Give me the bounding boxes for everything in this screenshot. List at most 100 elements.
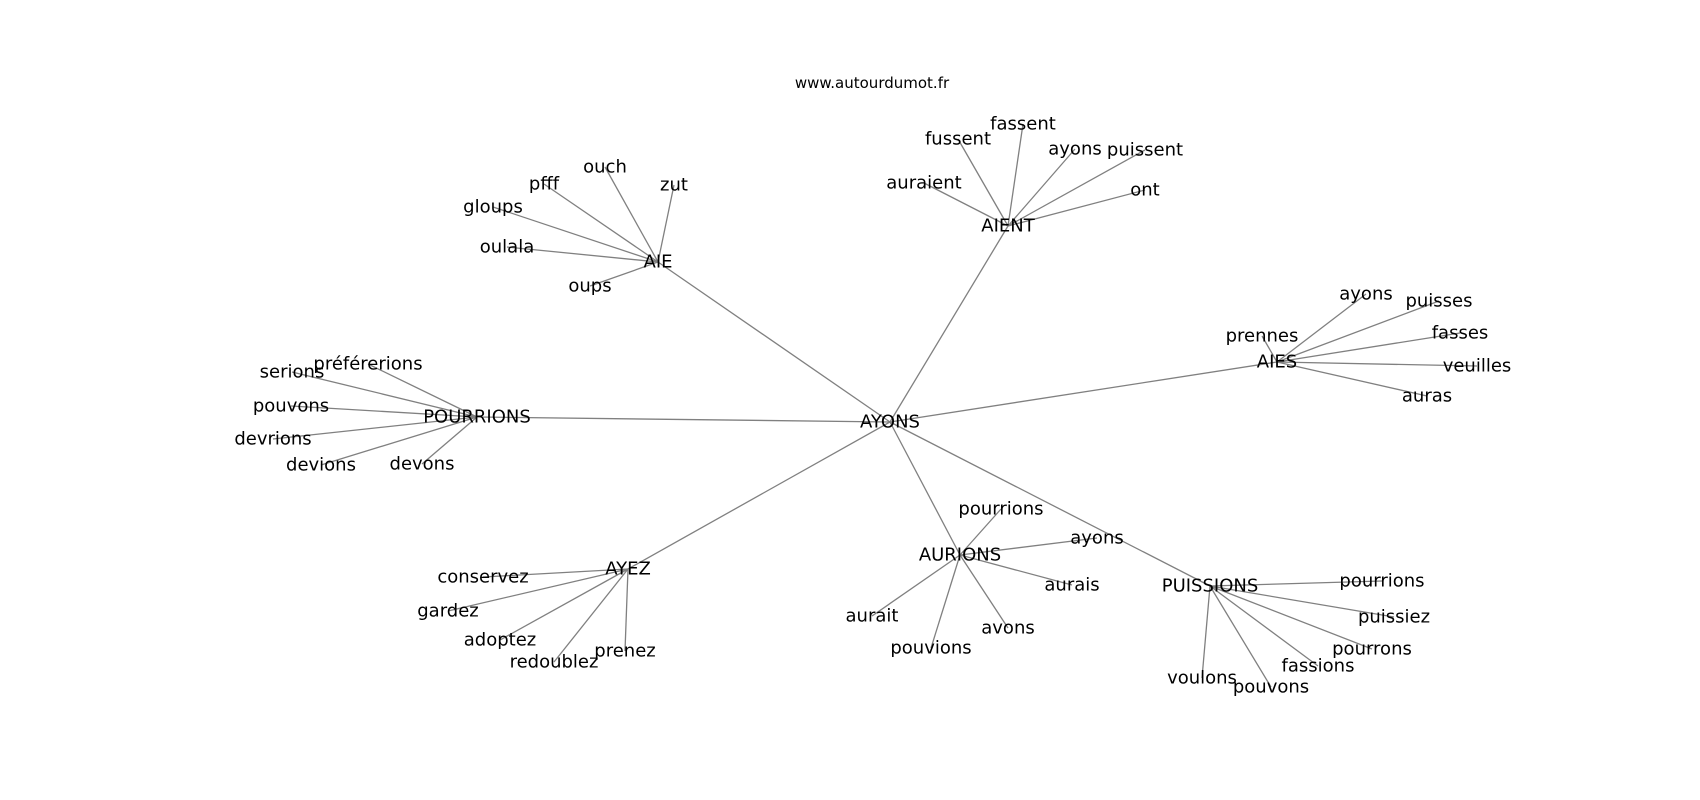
edge-center-aie <box>657 261 891 423</box>
word-node: pouvons <box>253 396 329 417</box>
edge-center-pourrions <box>476 416 891 423</box>
word-node: pouvions <box>890 638 971 659</box>
word-node: gardez <box>417 601 479 622</box>
edge-ayez-4 <box>624 568 629 652</box>
edge-aurions-3 <box>871 554 961 617</box>
edge-aient-2 <box>1007 148 1076 227</box>
edge-aies-5 <box>1276 361 1428 397</box>
graph-labels: AYONS AIE ouch pfff zut gloups oulala oups AIENT… <box>234 114 1511 698</box>
word-node: auras <box>1402 386 1452 407</box>
edge-center-aies <box>889 361 1278 423</box>
word-node: adoptez <box>464 630 536 651</box>
word-node: pourrions <box>958 499 1043 520</box>
edge-aies-2 <box>1261 335 1278 363</box>
edge-aie-5 <box>589 261 659 287</box>
edge-aient-0 <box>957 138 1009 227</box>
word-node: devrions <box>234 429 311 450</box>
word-node: fasses <box>1432 323 1489 344</box>
word-node: ayons <box>1048 139 1101 160</box>
edge-pourrions-3 <box>272 416 478 440</box>
edge-puissions-5 <box>1201 585 1211 679</box>
hub-node-aie: AIE <box>644 252 673 273</box>
edge-aient-1 <box>1007 123 1024 227</box>
edge-ayez-0 <box>482 568 629 578</box>
edge-center-puissions <box>889 421 1211 587</box>
word-node: ont <box>1130 180 1159 201</box>
word-node: pourrions <box>1339 571 1424 592</box>
hub-node-ayez: AYEZ <box>605 559 651 580</box>
hub-node-aurions: AURIONS <box>919 545 1001 566</box>
center-node: AYONS <box>860 412 920 433</box>
word-node: oups <box>568 276 611 297</box>
edge-puissions-3 <box>1209 585 1319 667</box>
word-node: ayons <box>1339 284 1392 305</box>
edge-aurions-5 <box>930 554 961 649</box>
edge-aurions-1 <box>959 537 1098 556</box>
edge-aurions-2 <box>959 554 1073 586</box>
edge-aient-5 <box>1007 189 1146 227</box>
word-node: fassent <box>990 114 1056 135</box>
edge-aient-3 <box>1007 149 1146 227</box>
edge-aurions-0 <box>959 508 1002 556</box>
hub-node-aient: AIENT <box>981 216 1035 237</box>
edge-aie-4 <box>506 246 659 263</box>
word-node: fassions <box>1282 656 1355 677</box>
site-url: www.autourdumot.fr <box>795 74 950 92</box>
edge-puissions-1 <box>1209 585 1395 618</box>
edge-aient-4 <box>923 182 1009 227</box>
edge-center-aurions <box>889 421 961 556</box>
edge-aurions-4 <box>959 554 1009 629</box>
word-node: pouvons <box>1233 677 1309 698</box>
edge-pourrions-0 <box>367 363 478 418</box>
word-node: devions <box>286 455 356 476</box>
graph-edges <box>272 123 1478 688</box>
word-node: puisses <box>1405 291 1472 312</box>
word-node: avons <box>981 618 1034 639</box>
hub-node-puissions: PUISSIONS <box>1162 576 1259 597</box>
edge-aies-3 <box>1276 332 1461 363</box>
word-node: voulons <box>1167 668 1237 689</box>
edge-pourrions-5 <box>421 416 478 465</box>
word-node: prenez <box>594 641 655 662</box>
hub-node-pourrions: POURRIONS <box>423 407 531 428</box>
edge-puissions-4 <box>1209 585 1272 688</box>
edge-ayez-1 <box>447 568 629 612</box>
word-node: auraient <box>886 173 961 194</box>
word-node: veuilles <box>1443 356 1512 377</box>
edge-aie-0 <box>604 166 659 263</box>
word-node: ouch <box>583 157 627 178</box>
word-node: aurais <box>1044 575 1099 596</box>
edge-puissions-2 <box>1209 585 1373 650</box>
edge-pourrions-2 <box>290 405 478 418</box>
edge-pourrions-1 <box>291 371 478 418</box>
hub-node-aies: AIES <box>1257 352 1297 373</box>
word-node: zut <box>660 175 688 196</box>
edge-aie-1 <box>543 183 659 263</box>
edge-aies-1 <box>1276 300 1440 363</box>
edge-aies-4 <box>1276 361 1478 367</box>
edge-pourrions-4 <box>320 416 478 466</box>
word-node: gloups <box>463 197 523 218</box>
edge-puissions-0 <box>1209 580 1383 587</box>
word-node: aurait <box>846 606 899 627</box>
edge-center-ayez <box>627 421 891 570</box>
edge-center-aient <box>889 225 1009 423</box>
word-node: prennes <box>1226 326 1299 347</box>
word-node: conservez <box>437 567 528 588</box>
word-node: fussent <box>925 129 991 150</box>
word-node: ayons <box>1070 528 1123 549</box>
edge-aies-0 <box>1276 293 1367 363</box>
word-node: puissent <box>1107 140 1183 161</box>
word-node: serions <box>260 362 325 383</box>
word-node: pfff <box>529 174 560 195</box>
word-node: oulala <box>480 237 534 258</box>
word-node: devons <box>390 454 455 475</box>
edge-ayez-2 <box>499 568 629 641</box>
word-node: préférerions <box>313 354 422 375</box>
word-node: redoublez <box>510 652 599 673</box>
edge-aie-2 <box>657 184 675 263</box>
word-node: pourrons <box>1332 639 1412 660</box>
word-node: puissiez <box>1358 607 1430 628</box>
edge-aie-3 <box>492 206 659 263</box>
